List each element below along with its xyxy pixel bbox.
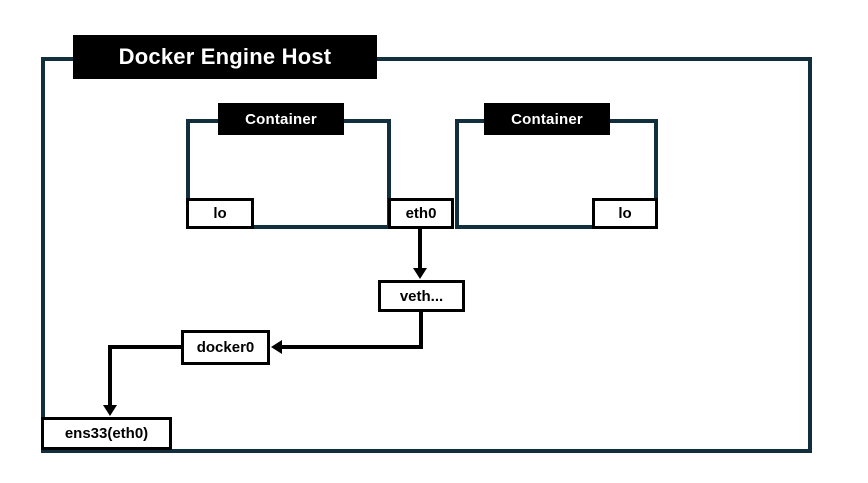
node-veth[interactable]: veth... bbox=[378, 280, 465, 312]
container-left-border-top-right bbox=[343, 119, 391, 123]
container-left-border-right bbox=[387, 119, 391, 229]
connector-veth-to-docker0-horizontal bbox=[282, 345, 423, 349]
container-right-title-banner: Container bbox=[484, 103, 610, 135]
interface-eth0-left-label: eth0 bbox=[405, 205, 437, 222]
container-right-title-label: Container bbox=[511, 110, 583, 128]
host-border-right bbox=[808, 57, 812, 453]
container-left-title-label: Container bbox=[245, 110, 317, 128]
node-docker0-label: docker0 bbox=[196, 339, 255, 356]
interface-lo-right[interactable]: lo bbox=[592, 198, 658, 229]
host-border-top-right bbox=[375, 57, 812, 61]
container-right-border-left bbox=[455, 119, 459, 229]
connector-docker0-to-ens33-vertical bbox=[108, 345, 112, 411]
interface-eth0-left[interactable]: eth0 bbox=[388, 198, 454, 229]
interface-lo-left[interactable]: lo bbox=[186, 198, 254, 229]
container-left-border-top-left bbox=[186, 119, 220, 123]
connector-docker0-to-ens33-horizontal bbox=[108, 345, 184, 349]
interface-lo-right-label: lo bbox=[618, 205, 632, 222]
container-right-border-top-right bbox=[608, 119, 658, 123]
host-border-top-left bbox=[41, 57, 75, 61]
host-title-banner: Docker Engine Host bbox=[73, 35, 377, 79]
container-left-title-banner: Container bbox=[218, 103, 344, 135]
node-ens33-label: ens33(eth0) bbox=[64, 425, 149, 442]
host-border-bottom bbox=[41, 449, 812, 453]
container-right-border-top-left bbox=[455, 119, 486, 123]
container-right-border-right bbox=[654, 119, 658, 229]
arrowhead-veth-to-docker0 bbox=[271, 340, 282, 354]
node-ens33[interactable]: ens33(eth0) bbox=[41, 417, 172, 450]
node-docker0[interactable]: docker0 bbox=[181, 330, 270, 365]
connector-eth0-to-veth bbox=[418, 229, 422, 271]
node-veth-label: veth... bbox=[399, 287, 444, 305]
interface-lo-left-label: lo bbox=[213, 205, 227, 222]
container-left-border-bottom bbox=[186, 225, 391, 229]
arrowhead-eth0-to-veth bbox=[413, 268, 427, 279]
arrowhead-docker0-to-ens33 bbox=[103, 405, 117, 416]
connector-veth-to-docker0-vertical bbox=[419, 312, 423, 349]
host-border-left bbox=[41, 57, 45, 453]
host-title-label: Docker Engine Host bbox=[118, 44, 332, 69]
container-left-border-left bbox=[186, 119, 190, 229]
container-right-border-bottom bbox=[455, 225, 658, 229]
